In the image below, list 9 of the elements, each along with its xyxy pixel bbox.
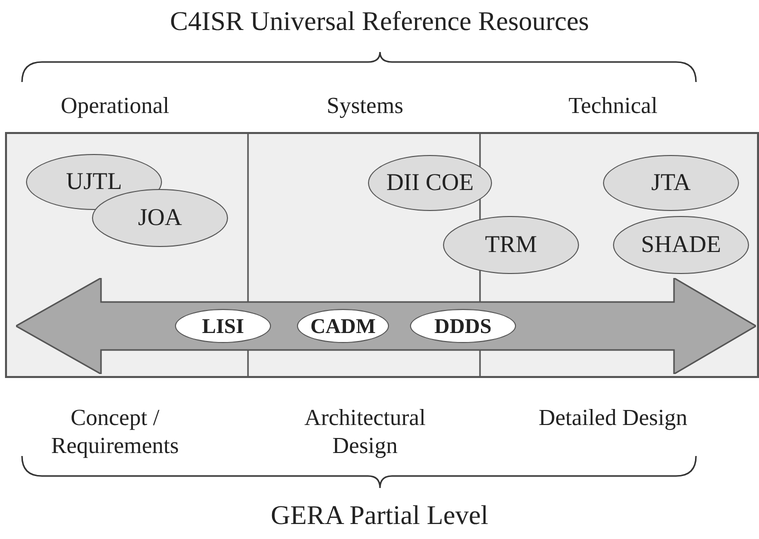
column-heading: Technical [567,92,659,120]
column-heading: Systems [326,92,404,120]
title: C4ISR Universal Reference Resources [168,6,590,37]
column-heading: Operational [60,92,170,120]
phase-label: Detailed Design [538,404,688,432]
caption: GERA Partial Level [270,500,490,531]
phase-label: Concept / Requirements [50,404,180,460]
phase-label: Architectural Design [303,404,427,460]
double-arrow [16,278,756,374]
